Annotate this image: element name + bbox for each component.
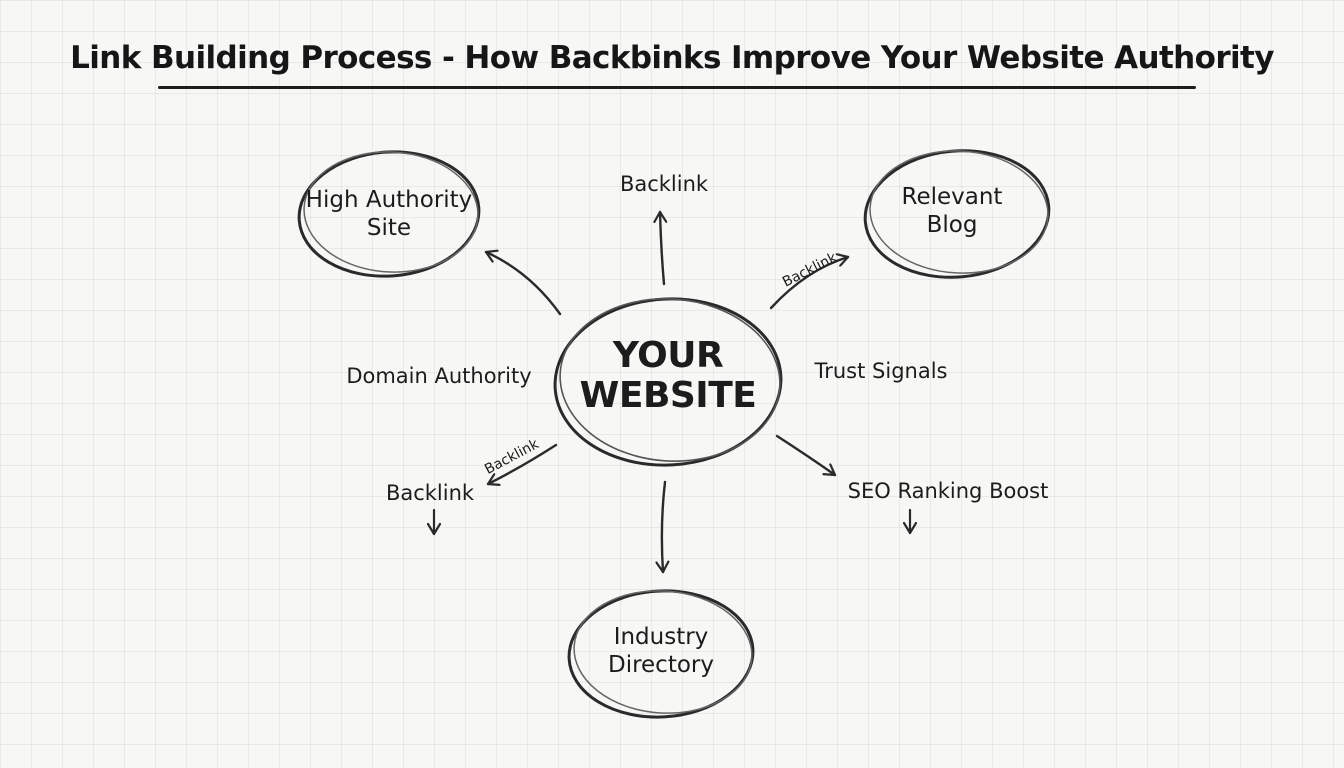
arrow-to-relevant-blog — [769, 257, 850, 310]
diagram-title: Link Building Process - How Backbinks Im… — [70, 40, 1274, 76]
arrow-to-left-backlink — [486, 443, 558, 484]
arrow-to-high-authority-site — [484, 252, 562, 316]
domain-authority-label: Domain Authority — [346, 364, 532, 388]
relevant-blog-line1: Relevant — [901, 184, 1003, 210]
high-authority-site-ellipse — [297, 150, 481, 278]
industry-directory-line1: Industry — [613, 624, 709, 650]
relevant-blog-label: Relevant Blog — [882, 184, 1022, 239]
high-authority-site-line1: High Authority — [305, 187, 473, 213]
title-underline — [158, 86, 1196, 89]
relevant-blog-line2: Blog — [926, 211, 978, 238]
center-node-ellipse — [553, 297, 783, 467]
high-authority-site-line2: Site — [366, 214, 412, 241]
industry-directory-label: Industry Directory — [586, 624, 736, 679]
arrow-to-seo-ranking-boost — [775, 434, 837, 477]
industry-directory-line2: Directory — [607, 651, 714, 678]
center-node-label: YOUR WEBSITE — [568, 336, 768, 415]
arrow-to-top-backlink — [660, 210, 664, 286]
center-node-line1: YOUR — [612, 335, 724, 376]
high-authority-site-label: High Authority Site — [304, 187, 474, 242]
relevant-blog-ellipse — [863, 149, 1051, 279]
backlink-top-label: Backlink — [619, 172, 709, 196]
backlink-left-label: Backlink — [385, 481, 475, 505]
trust-signals-label: Trust Signals — [814, 359, 948, 383]
arrow-to-industry-directory — [662, 480, 665, 574]
seo-ranking-boost-label: SEO Ranking Boost — [847, 479, 1049, 503]
center-node-line2: WEBSITE — [579, 374, 757, 416]
industry-directory-ellipse — [567, 589, 755, 719]
